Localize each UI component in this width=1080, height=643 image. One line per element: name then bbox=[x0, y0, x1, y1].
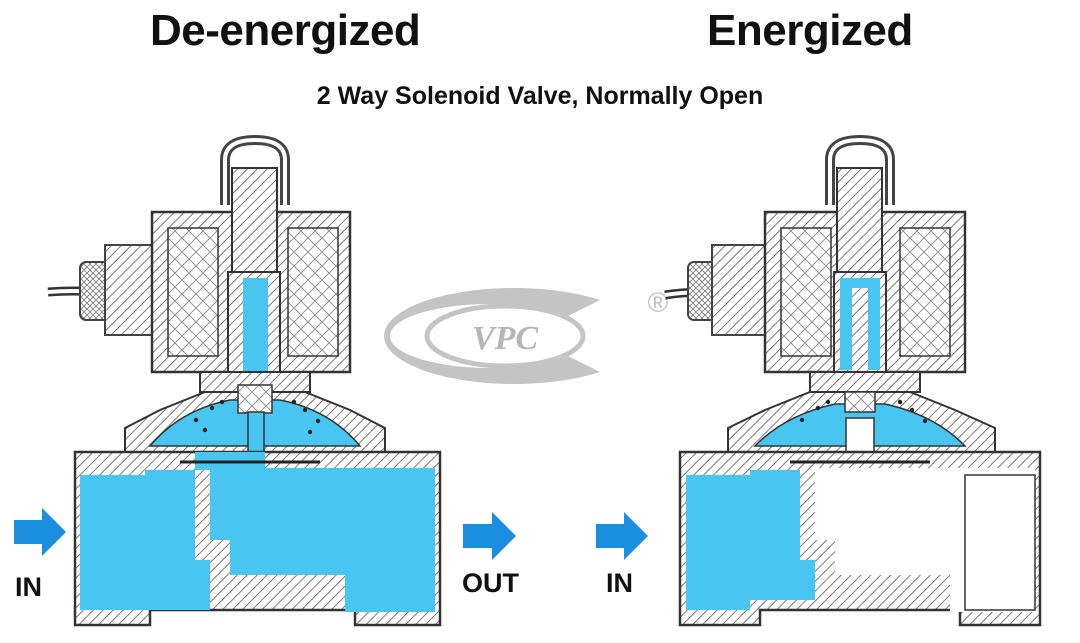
port-label-in-left: IN bbox=[15, 572, 42, 602]
vpc-logo: VPC ® bbox=[384, 287, 669, 384]
valve-energized bbox=[664, 134, 1042, 627]
port-label-in-right: IN bbox=[606, 568, 633, 598]
valve-de-energized bbox=[47, 134, 442, 627]
energized-heading: Energized bbox=[707, 6, 913, 55]
port-label-out: OUT bbox=[462, 568, 519, 598]
flow-arrow-in-left bbox=[14, 508, 66, 556]
flow-arrow-in-right bbox=[596, 512, 648, 560]
diagram-subtitle: 2 Way Solenoid Valve, Normally Open bbox=[316, 82, 764, 110]
de-energized-heading: De-energized bbox=[150, 6, 421, 55]
registered-mark: ® bbox=[648, 287, 669, 318]
flow-arrow-out-middle bbox=[463, 512, 516, 560]
vpc-logo-text: VPC bbox=[472, 320, 538, 357]
